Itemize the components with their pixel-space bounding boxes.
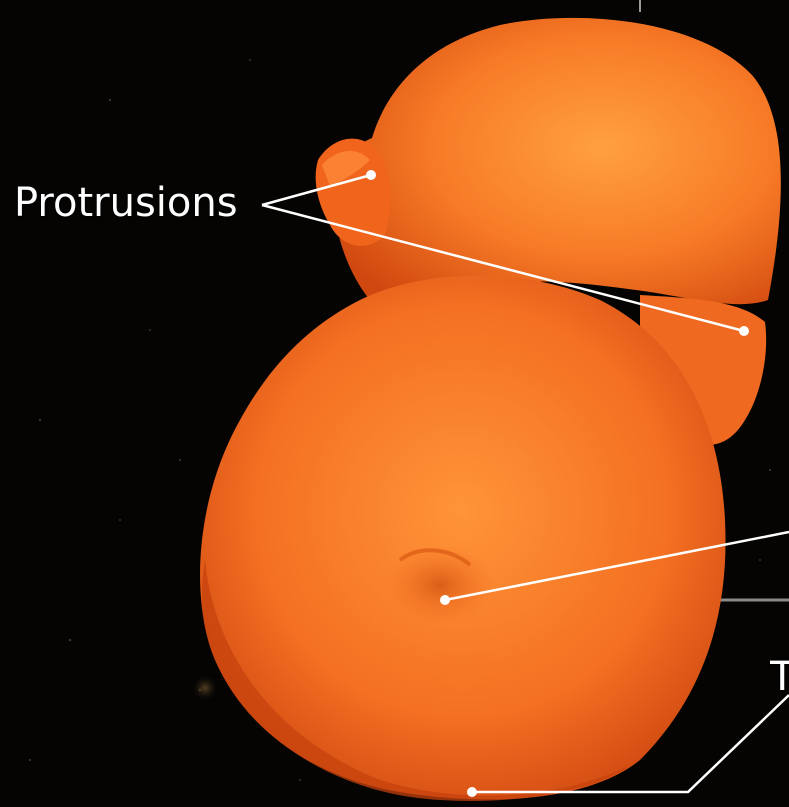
glow-speck: [191, 674, 219, 702]
label-protrusions: Protrusions: [14, 180, 238, 226]
callout-dot: [366, 170, 376, 180]
callout-dot: [739, 326, 749, 336]
label-partial-right: T: [770, 654, 789, 700]
callout-dot: [467, 787, 477, 797]
callout-dot: [440, 595, 450, 605]
